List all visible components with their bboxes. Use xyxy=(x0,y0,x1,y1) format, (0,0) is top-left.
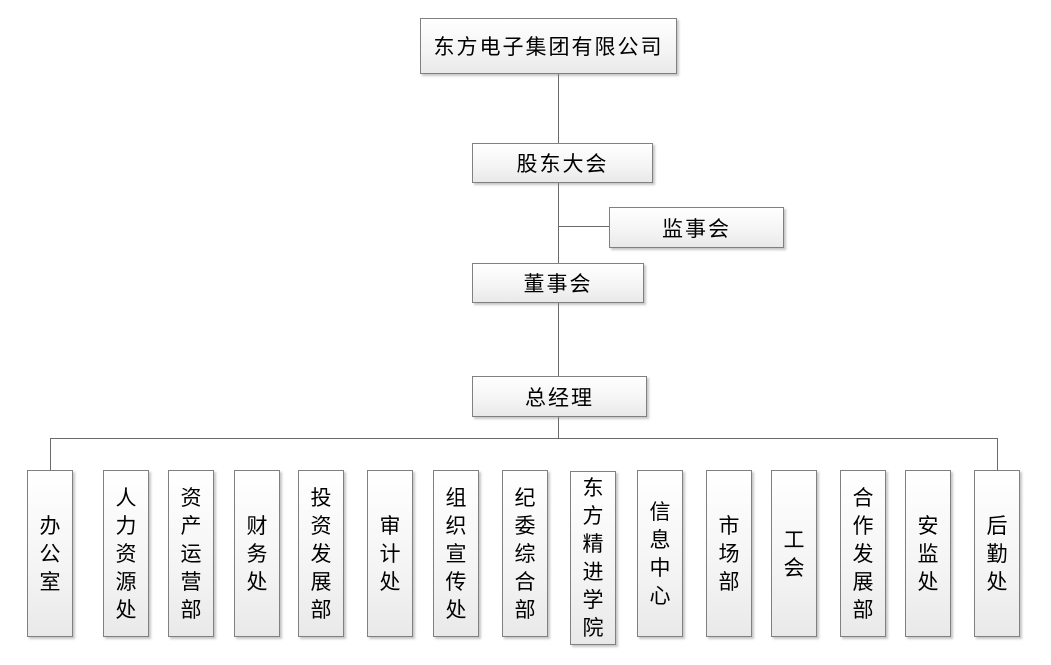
dept-label-char: 处 xyxy=(115,597,137,622)
dept-label-char: 信 xyxy=(649,499,671,524)
dept-label-char: 展 xyxy=(310,569,332,594)
node-board-of-directors: 董事会 xyxy=(472,263,644,303)
dept-label-char: 审 xyxy=(379,513,401,538)
dept-box-11: 市场部 xyxy=(706,470,752,637)
dept-label-char: 务 xyxy=(246,541,268,566)
dept-label-char: 院 xyxy=(582,616,604,640)
dept-label-char: 资 xyxy=(115,541,137,566)
dept-label-char: 精 xyxy=(582,532,604,556)
dept-label-char: 投 xyxy=(310,485,332,510)
dept-box-2: 人力资源处 xyxy=(103,470,149,637)
dept-box-15: 后勤处 xyxy=(974,470,1020,637)
dept-box-12: 工会 xyxy=(771,470,817,637)
dept-label-char: 委 xyxy=(514,513,536,538)
dept-box-10: 信息中心 xyxy=(637,470,683,637)
dept-label-char: 工 xyxy=(783,527,805,552)
dept-box-1: 办公室 xyxy=(27,470,73,637)
dept-label-char: 进 xyxy=(582,560,604,584)
dept-label-char: 会 xyxy=(783,555,805,580)
node-general-manager-label: 总经理 xyxy=(525,385,594,410)
dept-label-char: 宣 xyxy=(445,541,467,566)
dept-label-char: 办 xyxy=(39,513,61,538)
dept-box-8: 纪委综合部 xyxy=(502,470,548,637)
dept-label-char: 运 xyxy=(180,541,202,566)
connector-branch-supervisory xyxy=(558,226,609,227)
node-company: 东方电子集团有限公司 xyxy=(420,18,677,74)
connector-bus-right-drop xyxy=(997,438,998,470)
dept-label-char: 学 xyxy=(582,588,604,612)
dept-label-char: 后 xyxy=(986,513,1008,538)
node-shareholders-meeting-label: 股东大会 xyxy=(516,152,609,176)
dept-label-char: 财 xyxy=(246,513,268,538)
dept-box-5: 投资发展部 xyxy=(298,470,344,637)
dept-label-char: 合 xyxy=(514,569,536,594)
connector-bus-left-drop xyxy=(50,438,51,470)
connector-board-to-gm xyxy=(558,303,559,376)
dept-label-char: 中 xyxy=(649,555,671,580)
dept-label-char: 合 xyxy=(852,485,874,510)
dept-label-char: 部 xyxy=(180,597,202,622)
dept-label-char: 场 xyxy=(718,541,740,566)
dept-label-char: 组 xyxy=(445,485,467,510)
dept-label-char: 室 xyxy=(39,569,61,594)
dept-label-char: 织 xyxy=(445,513,467,538)
dept-label-char: 营 xyxy=(180,569,202,594)
connector-gm-to-bus xyxy=(558,417,559,438)
dept-label-char: 安 xyxy=(917,513,939,538)
dept-box-9: 东方精进学院 xyxy=(570,471,616,645)
dept-label-char: 心 xyxy=(649,583,671,608)
dept-label-char: 公 xyxy=(39,541,61,566)
dept-label-char: 市 xyxy=(718,513,740,538)
connector-shareholders-to-board xyxy=(558,183,559,263)
node-shareholders-meeting: 股东大会 xyxy=(472,143,653,183)
dept-label-char: 纪 xyxy=(514,485,536,510)
dept-label-char: 人 xyxy=(115,485,137,510)
connector-company-to-shareholders xyxy=(558,74,559,143)
dept-label-char: 监 xyxy=(917,541,939,566)
dept-box-13: 合作发展部 xyxy=(840,470,886,637)
dept-box-6: 审计处 xyxy=(367,470,413,637)
dept-label-char: 作 xyxy=(852,513,874,538)
dept-label-char: 处 xyxy=(917,569,939,594)
dept-label-char: 处 xyxy=(246,569,268,594)
dept-label-char: 处 xyxy=(445,597,467,622)
node-supervisory-board: 监事会 xyxy=(609,207,784,248)
dept-label-char: 发 xyxy=(852,541,874,566)
dept-label-char: 方 xyxy=(582,504,604,528)
dept-label-char: 处 xyxy=(379,569,401,594)
dept-box-4: 财务处 xyxy=(234,470,280,637)
dept-box-14: 安监处 xyxy=(905,470,951,637)
dept-label-char: 息 xyxy=(649,527,671,552)
node-company-label: 东方电子集团有限公司 xyxy=(433,35,664,59)
dept-box-3: 资产运营部 xyxy=(168,470,214,637)
dept-label-char: 东 xyxy=(582,476,604,500)
dept-label-char: 部 xyxy=(718,569,740,594)
dept-label-char: 部 xyxy=(852,597,874,622)
connector-bus xyxy=(50,438,997,439)
dept-label-char: 处 xyxy=(986,569,1008,594)
node-supervisory-board-label: 监事会 xyxy=(662,216,731,241)
dept-label-char: 部 xyxy=(514,597,536,622)
dept-box-7: 组织宣传处 xyxy=(433,470,479,637)
node-board-of-directors-label: 董事会 xyxy=(523,272,593,296)
dept-label-char: 勤 xyxy=(986,541,1008,566)
dept-label-char: 源 xyxy=(115,569,137,594)
dept-label-char: 综 xyxy=(514,541,536,566)
dept-label-char: 传 xyxy=(445,569,467,594)
dept-label-char: 展 xyxy=(852,569,874,594)
dept-label-char: 产 xyxy=(180,513,202,538)
dept-label-char: 计 xyxy=(379,541,401,566)
dept-label-char: 发 xyxy=(310,541,332,566)
dept-label-char: 资 xyxy=(310,513,332,538)
dept-label-char: 部 xyxy=(310,597,332,622)
dept-label-char: 力 xyxy=(115,513,137,538)
node-general-manager: 总经理 xyxy=(472,376,647,417)
dept-label-char: 资 xyxy=(180,485,202,510)
